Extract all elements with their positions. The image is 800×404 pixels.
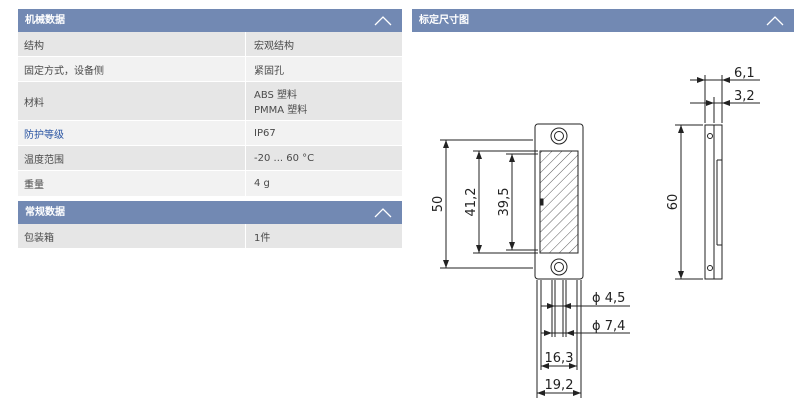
- row-value: -20 ... 60 °C: [254, 152, 315, 164]
- row-label: 包装箱: [24, 232, 54, 244]
- dim-60-label: 60: [666, 194, 681, 211]
- row-value: IP67: [254, 127, 276, 139]
- dim-16-3-label: 16,3: [545, 351, 574, 366]
- dim-6-1-label: 6,1: [734, 66, 755, 81]
- dim-50-label: 50: [431, 196, 446, 213]
- general-data-header[interactable]: 常规数据: [18, 201, 402, 224]
- row-label: 重量: [24, 180, 44, 191]
- table-row: 包装箱 1件: [18, 224, 402, 249]
- dimension-drawing-header[interactable]: 标定尺寸图: [412, 9, 794, 32]
- row-label: 温度范围: [24, 154, 64, 166]
- dim-phi-4-5-label: ϕ 4,5: [592, 291, 625, 306]
- chevron-up-icon[interactable]: [374, 9, 392, 32]
- row-label: 材料: [24, 97, 44, 109]
- dim-3-2-label: 3,2: [734, 89, 755, 104]
- dim-39-5-label: 39,5: [497, 188, 512, 217]
- table-row: 结构 宏观结构: [18, 32, 402, 57]
- general-data-title: 常规数据: [25, 207, 65, 218]
- table-row: 防护等级 IP67: [18, 121, 402, 146]
- row-value: ABS 塑料 PMMA 塑料: [254, 90, 308, 116]
- table-row: 固定方式，设备侧 紧固孔: [18, 57, 402, 82]
- chevron-up-icon[interactable]: [374, 201, 392, 224]
- table-row: 材料 ABS 塑料 PMMA 塑料: [18, 82, 402, 121]
- row-value: 4 g: [254, 178, 270, 189]
- row-value: 1件: [254, 232, 271, 244]
- row-value: 宏观结构: [254, 40, 294, 52]
- dim-19-2-label: 19,2: [545, 378, 574, 393]
- protection-class-link[interactable]: 防护等级: [24, 129, 64, 141]
- table-row: 重量 4 g: [18, 171, 402, 197]
- mech-data-title: 机械数据: [25, 15, 65, 26]
- mech-data-header[interactable]: 机械数据: [18, 9, 402, 32]
- chevron-up-icon[interactable]: [766, 9, 784, 32]
- row-label: 固定方式，设备侧: [24, 65, 104, 77]
- table-row: 温度范围 -20 ... 60 °C: [18, 146, 402, 171]
- row-label: 结构: [24, 40, 44, 52]
- dim-41-2-label: 41,2: [464, 188, 479, 217]
- dim-phi-7-4-label: ϕ 7,4: [592, 319, 625, 334]
- dimension-drawing-title: 标定尺寸图: [419, 15, 469, 26]
- row-value: 紧固孔: [254, 65, 284, 77]
